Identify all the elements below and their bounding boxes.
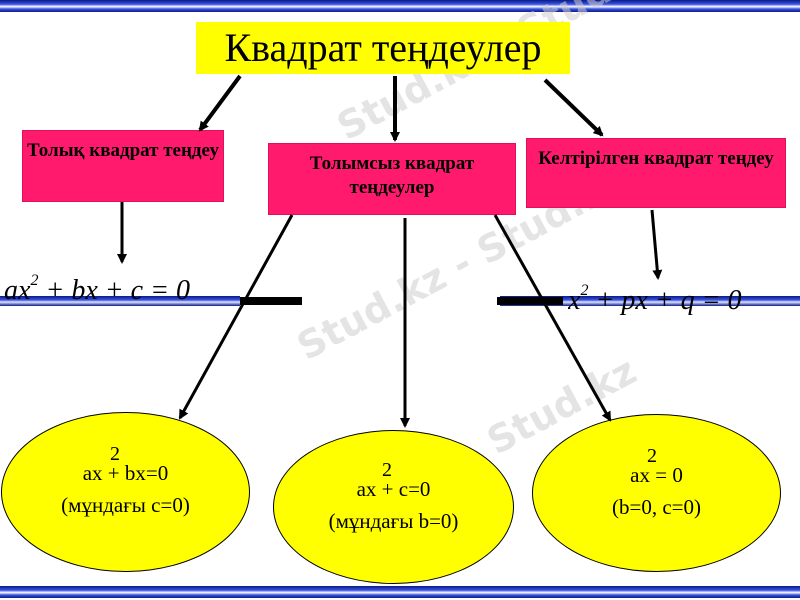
case3-formula: ax = 0	[630, 463, 683, 487]
arrow-incomplete-to-case3	[493, 214, 612, 422]
arrow-title-to-full	[198, 74, 242, 132]
reduced-quadratic-box: Келтірілген квадрат теңдеу	[526, 138, 786, 208]
case2-formula: ax + c=0	[356, 477, 431, 501]
eq2-exp: 2	[580, 282, 589, 299]
case1-formula: ax + bx=0	[82, 461, 169, 485]
bottom-decorative-stripe	[0, 586, 800, 598]
case2-condition: (мұндағы b=0)	[328, 509, 459, 533]
eq2-a: x	[568, 285, 581, 316]
top-decorative-stripe	[0, 0, 800, 12]
case-zero-ellipse: 2 ax = 0 (b=0, c=0)	[532, 414, 781, 572]
arrow-incomplete-to-case1	[178, 214, 294, 420]
case2-exponent: 2	[382, 459, 392, 481]
left-divider-end	[240, 297, 302, 305]
incomplete-quadratic-box: Толымсыз квадрат теңдеулер	[268, 143, 516, 215]
right-divider-end	[497, 297, 563, 305]
eq2-rest: + px + q = 0	[588, 285, 742, 316]
arrow-title-to-reduced	[543, 78, 604, 137]
reduced-quadratic-equation: x2 + px + q = 0	[568, 282, 800, 317]
arrow-reduced-to-equation	[650, 209, 663, 280]
eq1-exp: 2	[30, 272, 39, 289]
full-quadratic-equation: ax2 + bx + c = 0	[4, 272, 190, 307]
eq1-rest: + bx + c = 0	[38, 275, 190, 306]
case3-exponent: 2	[647, 445, 657, 467]
eq1-a: ax	[4, 275, 31, 306]
case1-condition: (мұндағы c=0)	[61, 493, 190, 517]
left-divider-bar	[0, 296, 240, 306]
case3-condition: (b=0, c=0)	[612, 495, 701, 519]
case-bx-ellipse: 2 ax + bx=0 (мұндағы c=0)	[1, 412, 250, 572]
full-quadratic-box: Толық квадрат теңдеу	[22, 130, 224, 202]
case1-exponent: 2	[110, 443, 120, 465]
case-c-ellipse: 2 ax + c=0 (мұндағы b=0)	[273, 430, 514, 584]
diagram-title: Квадрат теңдеулер	[196, 22, 570, 74]
right-divider-bar	[500, 296, 800, 306]
